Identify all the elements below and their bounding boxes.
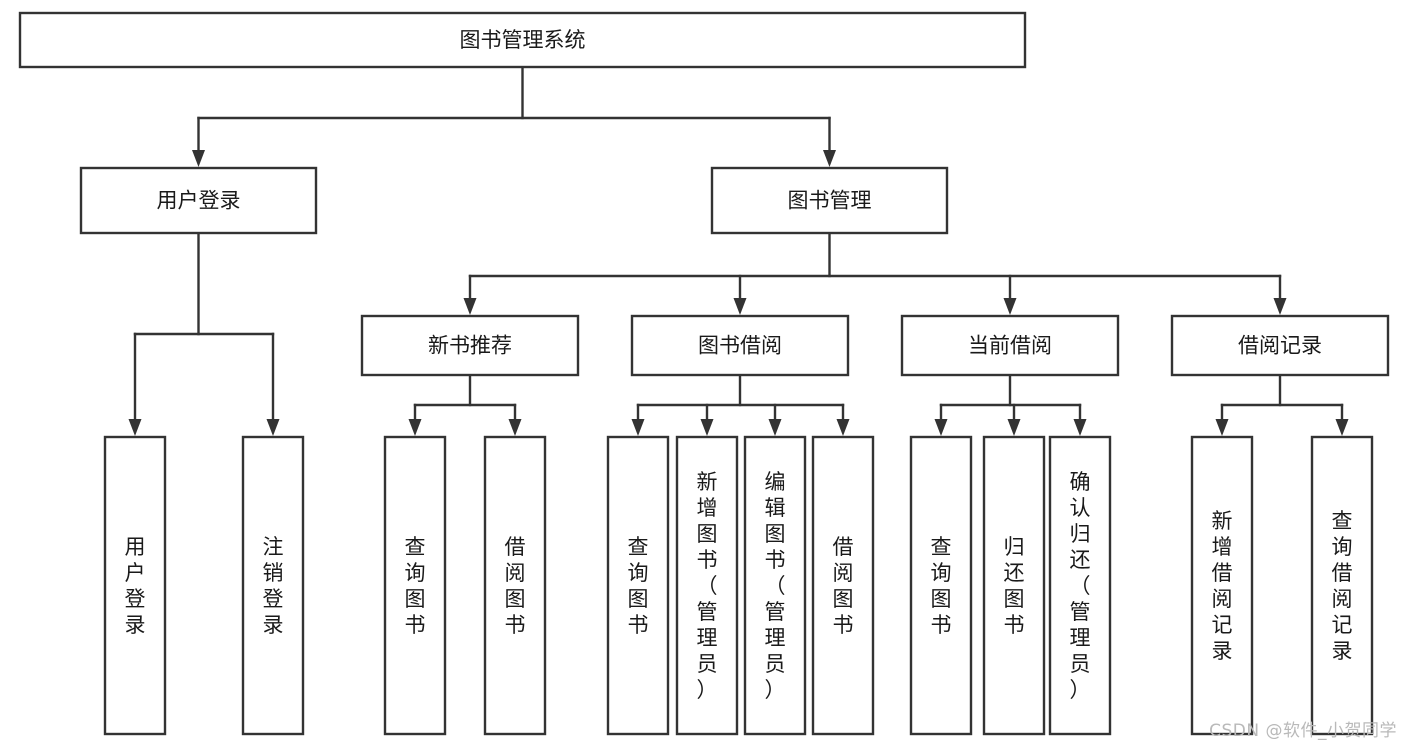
node-label: 注销登录: [263, 535, 284, 637]
node-leaf-query-record[interactable]: 查询借阅记录: [1310, 435, 1374, 736]
arrowhead-icon-leaf_confirm_return: [1073, 419, 1087, 436]
node-box: [982, 435, 1046, 736]
arrowhead-icon-leaf_add_record: [1215, 419, 1229, 436]
arrowhead-icon-l3_new_book_rec: [463, 298, 477, 315]
node-label: 图书借阅: [698, 334, 782, 358]
node-label: 查询借阅记录: [1332, 509, 1353, 663]
watermark-label: CSDN @软件_小贺同学: [1209, 721, 1397, 741]
arrowhead-icon-leaf_borrow_book_b: [836, 419, 850, 436]
arrowhead-icon-leaf_query_book_c: [934, 419, 948, 436]
node-leaf-query-book-c[interactable]: 查询图书: [909, 435, 973, 736]
arrowhead-icon-leaf_borrow_book_rec: [508, 419, 522, 436]
node-box: [1310, 435, 1374, 736]
node-leaf-logout[interactable]: 注销登录: [241, 435, 305, 736]
node-box: [811, 435, 875, 736]
arrowhead-icon-leaf_add_book: [700, 419, 714, 436]
node-l3-current-borrow[interactable]: 当前借阅: [900, 314, 1120, 377]
node-box: [18, 11, 1027, 69]
node-label: 借阅记录: [1238, 334, 1322, 358]
node-label: 归还图书: [1004, 535, 1025, 637]
node-leaf-edit-book[interactable]: 编辑图书（管理员）: [743, 435, 807, 736]
arrowhead-icon-leaf_return_book: [1007, 419, 1021, 436]
node-label: 新增借阅记录: [1212, 509, 1233, 663]
node-box: [1170, 314, 1390, 377]
node-box: [630, 314, 850, 377]
node-l3-new-book-rec[interactable]: 新书推荐: [360, 314, 580, 377]
node-box: [909, 435, 973, 736]
node-leaf-add-record[interactable]: 新增借阅记录: [1190, 435, 1254, 736]
node-root[interactable]: 图书管理系统: [18, 11, 1027, 69]
node-label: 新书推荐: [428, 334, 512, 358]
arrowhead-icon-l2_user_login: [192, 150, 205, 167]
arrowhead-icon-leaf_query_book_b: [631, 419, 645, 436]
node-box: [79, 166, 318, 235]
node-label: 借阅图书: [833, 535, 854, 637]
node-label: 用户登录: [125, 535, 146, 637]
node-layer: 图书管理系统用户登录图书管理新书推荐图书借阅当前借阅借阅记录用户登录注销登录查询…: [18, 11, 1390, 736]
arrowhead-icon-leaf_edit_book: [768, 419, 782, 436]
node-box: [675, 435, 739, 736]
node-box: [710, 166, 949, 235]
node-l2-user-login[interactable]: 用户登录: [79, 166, 318, 235]
node-l2-book-manage[interactable]: 图书管理: [710, 166, 949, 235]
node-box: [103, 435, 167, 736]
node-label: 当前借阅: [968, 334, 1052, 358]
node-box: [606, 435, 670, 736]
arrowhead-icon-l3_borrow_record: [1273, 298, 1287, 315]
arrowhead-icon-leaf_query_record: [1335, 419, 1349, 436]
arrowhead-icon-leaf_query_book_rec: [408, 419, 422, 436]
node-label: 用户登录: [157, 189, 241, 213]
node-leaf-add-book[interactable]: 新增图书（管理员）: [675, 435, 739, 736]
arrowhead-icon-leaf_logout: [266, 419, 280, 436]
connector-layer: [128, 65, 1349, 436]
node-label: 新增图书（管理员）: [697, 470, 718, 702]
node-label: 编辑图书（管理员）: [765, 470, 786, 702]
node-box: [743, 435, 807, 736]
node-box: [1048, 435, 1112, 736]
node-leaf-query-book-rec[interactable]: 查询图书: [383, 435, 447, 736]
arrowhead-icon-l3_book_borrow: [733, 298, 747, 315]
node-label: 图书管理系统: [460, 28, 586, 52]
node-label: 图书管理: [788, 189, 872, 213]
node-label: 确认归还（管理员）: [1070, 470, 1091, 702]
node-leaf-return-book[interactable]: 归还图书: [982, 435, 1046, 736]
node-label: 查询图书: [931, 535, 952, 637]
node-l3-book-borrow[interactable]: 图书借阅: [630, 314, 850, 377]
node-l3-borrow-record[interactable]: 借阅记录: [1170, 314, 1390, 377]
node-leaf-confirm-return[interactable]: 确认归还（管理员）: [1048, 435, 1112, 736]
node-box: [360, 314, 580, 377]
node-label: 借阅图书: [505, 535, 526, 637]
arrowhead-icon-l3_current_borrow: [1003, 298, 1017, 315]
node-leaf-query-book-b[interactable]: 查询图书: [606, 435, 670, 736]
node-label: 查询图书: [405, 535, 426, 637]
node-box: [900, 314, 1120, 377]
arrowhead-icon-l2_book_manage: [823, 150, 836, 167]
node-box: [1190, 435, 1254, 736]
node-leaf-user-login[interactable]: 用户登录: [103, 435, 167, 736]
node-leaf-borrow-book-b[interactable]: 借阅图书: [811, 435, 875, 736]
node-label: 查询图书: [628, 535, 649, 637]
node-leaf-borrow-book-rec[interactable]: 借阅图书: [483, 435, 547, 736]
arrowhead-icon-leaf_user_login: [128, 419, 142, 436]
node-box: [383, 435, 447, 736]
node-box: [483, 435, 547, 736]
node-box: [241, 435, 305, 736]
